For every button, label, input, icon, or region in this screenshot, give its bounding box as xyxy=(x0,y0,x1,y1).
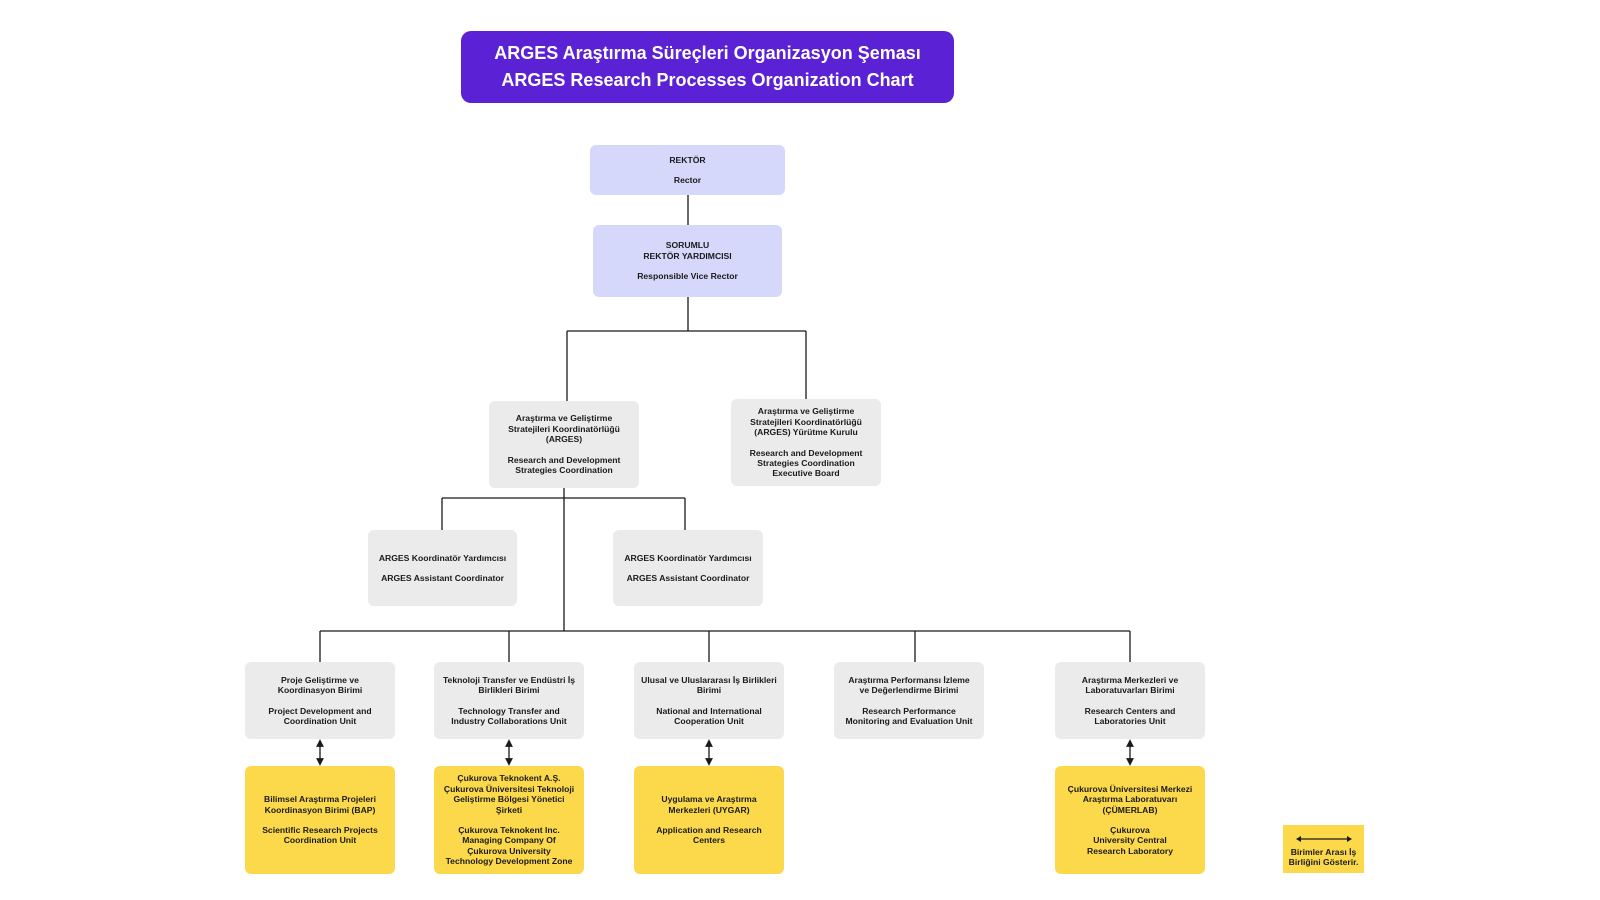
unit-1-en: Project Development and Coordination Uni… xyxy=(268,705,372,726)
unit-box-4: Araştırma Performansı İzleme ve Değerlen… xyxy=(834,662,984,739)
unit-3-tr: Ulusal ve Uluslararası İş Birlikleri Bir… xyxy=(641,674,777,696)
vice-rector-tr: SORUMLU REKTÖR YARDIMCISI xyxy=(643,240,732,261)
assistant-2-en: ARGES Assistant Coordinator xyxy=(626,573,750,583)
partner-4-tr: Çukurova Üniversitesi Merkezi Araştırma … xyxy=(1067,783,1193,815)
rector-en: Rector xyxy=(673,175,702,185)
partner-3-tr: Uygulama ve Araştırma Merkezleri (UYGAR) xyxy=(661,794,757,815)
partner-box-teknokent: Çukurova Teknokent A.Ş. Çukurova Ünivers… xyxy=(434,766,584,874)
arges-box: Araştırma ve Geliştirme Stratejileri Koo… xyxy=(489,401,639,488)
vice-rector-box: SORUMLU REKTÖR YARDIMCISI Responsible Vi… xyxy=(593,225,782,297)
executive-board-tr: Araştırma ve Geliştirme Stratejileri Koo… xyxy=(750,406,862,438)
partner-4-en: Çukurova University Central Research Lab… xyxy=(1087,825,1173,856)
partner-1-tr: Bilimsel Araştırma Projeleri Koordinasyo… xyxy=(264,794,376,815)
arges-tr: Araştırma ve Geliştirme Stratejileri Koo… xyxy=(508,413,620,445)
executive-board-en: Research and Development Strategies Coor… xyxy=(749,447,863,479)
rector-tr: REKTÖR xyxy=(669,154,706,165)
double-arrow-icon xyxy=(1295,836,1352,842)
assistant-coordinator-box-1: ARGES Koordinatör Yardımcısı ARGES Assis… xyxy=(368,530,517,606)
unit-5-en: Research Centers and Laboratories Unit xyxy=(1084,705,1176,726)
unit-5-tr: Araştırma Merkezleri ve Laboratuvarları … xyxy=(1081,674,1179,696)
chart-title-banner: ARGES Araştırma Süreçleri Organizasyon Ş… xyxy=(461,31,954,103)
partner-2-en: Çukurova Teknokent Inc. Managing Company… xyxy=(445,825,573,867)
assistant-1-en: ARGES Assistant Coordinator xyxy=(381,573,504,583)
unit-box-3: Ulusal ve Uluslararası İş Birlikleri Bir… xyxy=(634,662,784,739)
partner-3-en: Application and Research Centers xyxy=(656,825,762,846)
unit-2-en: Technology Transfer and Industry Collabo… xyxy=(451,705,567,726)
partner-1-en: Scientific Research Projects Coordinatio… xyxy=(262,825,378,846)
title-english: ARGES Research Processes Organization Ch… xyxy=(501,70,914,90)
unit-box-1: Proje Geliştirme ve Koordinasyon Birimi … xyxy=(245,662,395,739)
executive-board-box: Araştırma ve Geliştirme Stratejileri Koo… xyxy=(731,399,881,486)
unit-4-tr: Araştırma Performansı İzleme ve Değerlen… xyxy=(848,674,970,696)
unit-2-tr: Teknoloji Transfer ve Endüstri İş Birlik… xyxy=(442,674,576,696)
rector-box: REKTÖR Rector xyxy=(590,145,785,195)
unit-4-en: Research Performance Monitoring and Eval… xyxy=(845,705,973,726)
partner-box-bap: Bilimsel Araştırma Projeleri Koordinasyo… xyxy=(245,766,395,874)
assistant-1-tr: ARGES Koordinatör Yardımcısı xyxy=(378,552,507,563)
unit-1-tr: Proje Geliştirme ve Koordinasyon Birimi xyxy=(277,674,363,696)
assistant-2-tr: ARGES Koordinatör Yardımcısı xyxy=(624,552,752,563)
title-turkish: ARGES Araştırma Süreçleri Organizasyon Ş… xyxy=(494,43,921,63)
assistant-coordinator-box-2: ARGES Koordinatör Yardımcısı ARGES Assis… xyxy=(613,530,763,606)
unit-box-2: Teknoloji Transfer ve Endüstri İş Birlik… xyxy=(434,662,584,739)
unit-3-en: National and International Cooperation U… xyxy=(656,705,762,726)
legend-box: Birimler Arası İş Birliğini Gösterir. xyxy=(1283,825,1364,873)
partner-box-uygar: Uygulama ve Araştırma Merkezleri (UYGAR)… xyxy=(634,766,784,874)
arges-en: Research and Development Strategies Coor… xyxy=(507,454,621,476)
partner-box-cumerlab: Çukurova Üniversitesi Merkezi Araştırma … xyxy=(1055,766,1205,874)
partner-2-tr: Çukurova Teknokent A.Ş. Çukurova Ünivers… xyxy=(443,773,575,815)
unit-box-5: Araştırma Merkezleri ve Laboratuvarları … xyxy=(1055,662,1205,739)
vice-rector-en: Responsible Vice Rector xyxy=(637,271,738,282)
legend-text: Birimler Arası İş Birliğini Gösterir. xyxy=(1288,847,1359,868)
